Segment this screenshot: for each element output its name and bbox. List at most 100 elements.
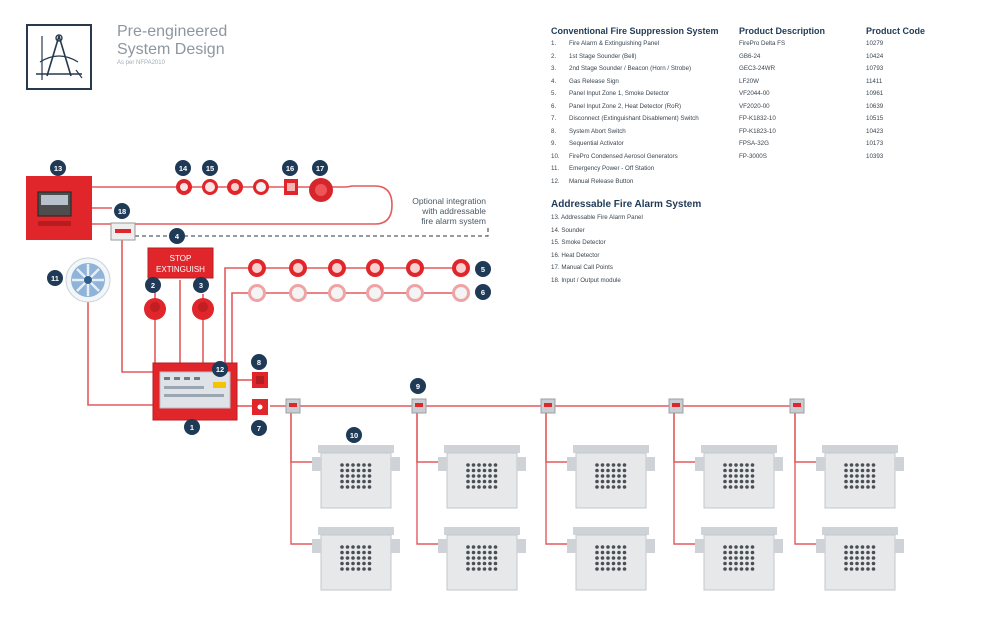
item-label: 2nd Stage Sounder / Beacon (Horn / Strob… xyxy=(569,65,692,72)
badge-13: 13 xyxy=(50,160,66,176)
sequential-activator[interactable] xyxy=(411,398,427,414)
badge-label: 7 xyxy=(257,424,261,433)
aerosol-generator[interactable] xyxy=(567,445,655,509)
item-label: System Abort Switch xyxy=(569,127,626,135)
item-number: 1. xyxy=(551,40,557,47)
integration-note: Optional integration with addressable fi… xyxy=(400,196,486,226)
item-label: Sequential Activator xyxy=(569,140,624,147)
badge-7: 7 xyxy=(251,420,267,436)
badge-label: 16 xyxy=(286,164,294,173)
item-label: Panel Input Zone 1, Smoke Detector xyxy=(569,90,670,97)
item-number: 5. xyxy=(551,90,557,97)
smoke-detector[interactable] xyxy=(452,259,470,277)
addressable-item: 16. Heat Detector xyxy=(551,251,600,259)
badge-label: 1 xyxy=(190,423,194,432)
aerosol-generator[interactable] xyxy=(438,527,526,591)
item-description: FP-3000S xyxy=(739,152,767,160)
gas-release-sign: STOP EXTINGUISH xyxy=(147,247,214,279)
aerosol-generator[interactable] xyxy=(695,527,783,591)
heat-detector[interactable] xyxy=(366,284,384,302)
item-description: VF2044-00 xyxy=(739,90,770,97)
badge-label: 4 xyxy=(175,232,180,241)
first-stage-bell[interactable] xyxy=(144,298,166,320)
heat-detector[interactable] xyxy=(328,284,346,302)
smoke-detector[interactable] xyxy=(406,259,424,277)
badge-12: 12 xyxy=(212,361,228,377)
aerosol-generators xyxy=(312,445,904,591)
emergency-power-off-station[interactable] xyxy=(65,257,111,303)
smoke-detector-zone xyxy=(248,259,470,277)
second-stage-sounder[interactable] xyxy=(192,298,214,320)
badge-1: 1 xyxy=(184,419,200,435)
item-code: 10515 xyxy=(866,115,884,122)
sequential-activator[interactable] xyxy=(668,398,684,414)
aerosol-generator[interactable] xyxy=(312,445,400,509)
item-label: Panel Input Zone 2, Heat Detector (RoR) xyxy=(569,102,682,110)
badge-10: 10 xyxy=(346,427,362,443)
description-heading: Product Description xyxy=(739,26,826,36)
smoke-detector[interactable] xyxy=(366,259,384,277)
item-number: 2. xyxy=(551,52,557,60)
aerosol-generator[interactable] xyxy=(695,445,783,509)
smoke-detector[interactable] xyxy=(248,259,266,277)
badge-label: 17 xyxy=(316,164,324,173)
heat-detector[interactable] xyxy=(406,284,424,302)
note-line-1: Optional integration xyxy=(412,196,486,206)
note-line-3: fire alarm system xyxy=(421,216,486,226)
sounder[interactable] xyxy=(309,178,333,202)
system-abort-switch[interactable] xyxy=(252,372,268,388)
heat-detector-zone xyxy=(248,284,470,302)
detector-device[interactable] xyxy=(227,179,243,195)
stop-sign-line-1: STOP xyxy=(170,254,192,263)
item-number: 8. xyxy=(551,127,557,135)
heat-detector[interactable] xyxy=(289,284,307,302)
sequential-activator[interactable] xyxy=(540,398,556,414)
item-code: 10279 xyxy=(866,40,884,47)
aerosol-generator[interactable] xyxy=(816,445,904,509)
aerosol-generator[interactable] xyxy=(816,527,904,591)
heat-detector[interactable] xyxy=(248,284,266,302)
badge-18: 18 xyxy=(114,203,130,219)
detector-device[interactable] xyxy=(253,179,269,195)
sequential-activator[interactable] xyxy=(285,398,301,414)
manual-call-point[interactable] xyxy=(284,179,298,195)
badge-label: 8 xyxy=(257,358,261,367)
badge-label: 10 xyxy=(350,431,358,440)
disconnect-switch[interactable] xyxy=(252,399,268,415)
io-module[interactable] xyxy=(110,222,136,241)
item-number: 6. xyxy=(551,102,557,110)
item-number: 10. xyxy=(551,152,560,160)
badge-label: 6 xyxy=(481,288,485,297)
addressable-panel[interactable] xyxy=(26,176,92,240)
stop-sign-line-2: EXTINGUISH xyxy=(156,265,205,274)
addressable-heading: Addressable Fire Alarm System xyxy=(551,199,702,210)
conventional-heading: Conventional Fire Suppression System xyxy=(551,26,719,36)
item-code: 10173 xyxy=(866,140,884,147)
badge-8: 8 xyxy=(251,354,267,370)
smoke-detector[interactable] xyxy=(176,179,192,195)
smoke-detector[interactable] xyxy=(289,259,307,277)
item-number: 11. xyxy=(551,165,560,172)
item-code: 10639 xyxy=(866,102,884,110)
aerosol-generator[interactable] xyxy=(567,527,655,591)
badge-label: 14 xyxy=(179,164,188,173)
generator-wiring xyxy=(290,413,822,545)
sequential-activators xyxy=(285,398,805,414)
smoke-detector[interactable] xyxy=(328,259,346,277)
item-description: FP-K1823-10 xyxy=(739,127,776,135)
badge-11: 11 xyxy=(47,270,63,286)
addressable-item: 17. Manual Call Points xyxy=(551,264,613,271)
sequential-activator[interactable] xyxy=(789,398,805,414)
item-description: FPSA-32G xyxy=(739,140,769,147)
item-number: 3. xyxy=(551,65,557,72)
aerosol-generator[interactable] xyxy=(438,445,526,509)
item-label: Emergency Power - Off Station xyxy=(569,165,655,172)
heat-detector[interactable] xyxy=(202,179,218,195)
logo xyxy=(26,24,92,90)
heat-detector[interactable] xyxy=(452,284,470,302)
item-number: 7. xyxy=(551,115,557,122)
aerosol-generator[interactable] xyxy=(312,527,400,591)
item-code: 10961 xyxy=(866,90,884,97)
